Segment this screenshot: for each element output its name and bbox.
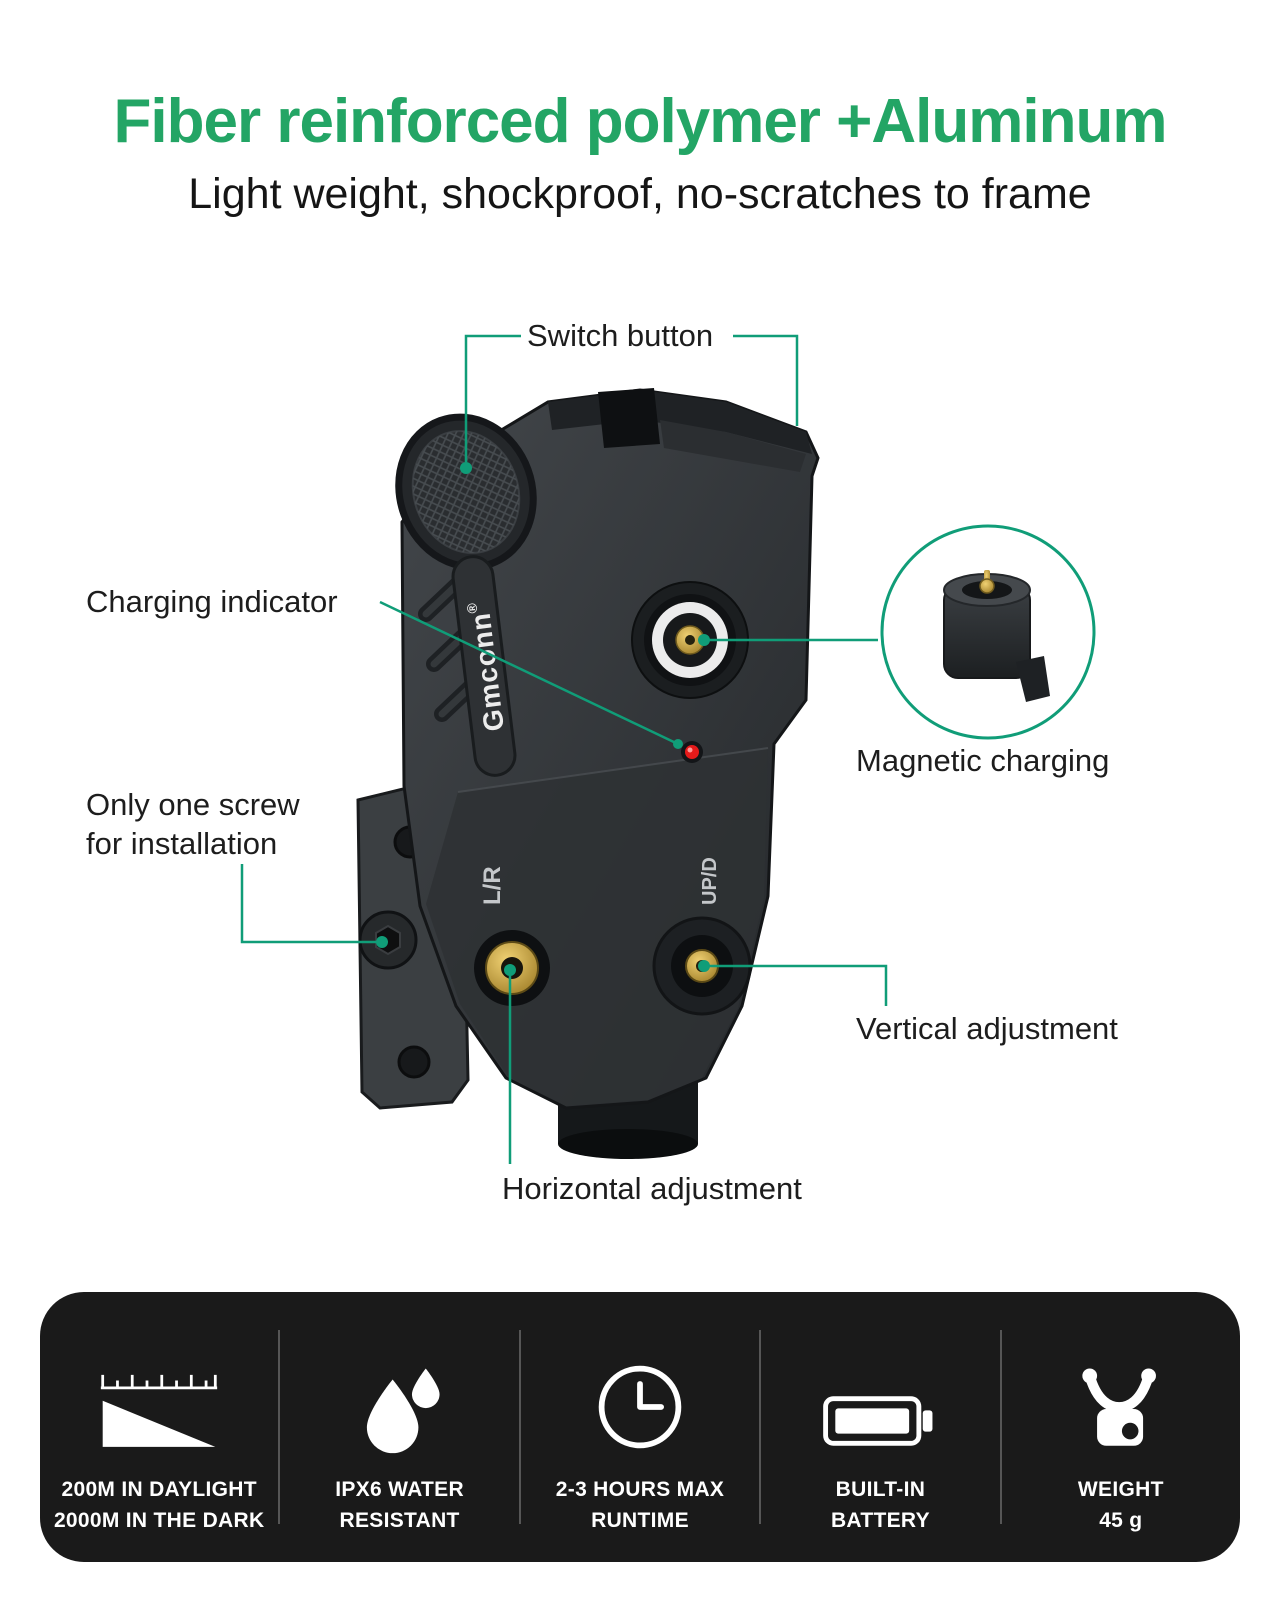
callout-switch-button: Switch button bbox=[527, 318, 714, 353]
divider bbox=[999, 1330, 1002, 1524]
feature-range: 200M IN DAYLIGHT 2000M IN THE DARK bbox=[40, 1292, 278, 1562]
callout-vertical-adjustment: Vertical adjustment bbox=[856, 1011, 1118, 1046]
feature-water: IPX6 WATER RESISTANT bbox=[280, 1292, 518, 1562]
feature-water-line2: RESISTANT bbox=[339, 1508, 460, 1532]
feature-weight: WEIGHT 45 g bbox=[1002, 1292, 1240, 1562]
battery-icon bbox=[821, 1345, 939, 1455]
installation-screw bbox=[358, 910, 418, 970]
feature-weight-line2: 45 g bbox=[1099, 1508, 1143, 1532]
callout-one-screw: Only one screw for installation bbox=[86, 786, 300, 864]
feature-battery-line1: BUILT-IN bbox=[835, 1478, 926, 1502]
rail-slot bbox=[598, 388, 660, 448]
feature-runtime-line2: RUNTIME bbox=[591, 1508, 689, 1532]
divider bbox=[518, 1330, 521, 1524]
lr-label: L/R bbox=[479, 866, 506, 905]
callout-charging-indicator: Charging indicator bbox=[86, 584, 338, 619]
feature-range-line2: 2000M IN THE DARK bbox=[53, 1508, 265, 1532]
switch-button[interactable] bbox=[378, 398, 554, 586]
water-resistant-icon bbox=[354, 1345, 446, 1455]
feature-battery-line2: BATTERY bbox=[830, 1508, 930, 1532]
laser-range-icon bbox=[99, 1345, 219, 1455]
divider bbox=[759, 1330, 762, 1524]
page-subtitle: Light weight, shockproof, no-scratches t… bbox=[188, 170, 1092, 218]
callout-one-screw-line1: Only one screw bbox=[86, 787, 300, 822]
charging-led bbox=[681, 741, 703, 763]
feature-bar: 200M IN DAYLIGHT 2000M IN THE DARK IPX6 … bbox=[40, 1292, 1240, 1562]
callout-magnetic-charging: Magnetic charging bbox=[856, 743, 1110, 778]
callout-lines bbox=[240, 334, 888, 1164]
callout-one-screw-line2: for installation bbox=[86, 825, 278, 861]
divider bbox=[278, 1330, 281, 1524]
upd-label: UP/D bbox=[699, 857, 721, 905]
feature-water-line1: IPX6 WATER bbox=[335, 1478, 464, 1502]
feature-range-line1: 200M IN DAYLIGHT bbox=[61, 1478, 257, 1502]
feature-weight-line1: WEIGHT bbox=[1077, 1478, 1164, 1502]
callout-horizontal-adjustment: Horizontal adjustment bbox=[502, 1171, 802, 1206]
feature-battery: BUILT-IN BATTERY bbox=[761, 1292, 999, 1562]
weight-scale-icon bbox=[1075, 1345, 1167, 1455]
feature-runtime-line1: 2-3 HOURS MAX bbox=[555, 1478, 725, 1502]
page-title: Fiber reinforced polymer +Aluminum bbox=[113, 87, 1168, 156]
runtime-clock-icon bbox=[592, 1345, 688, 1455]
charger-inset bbox=[880, 524, 1096, 740]
magnetic-charging-port bbox=[631, 581, 749, 699]
feature-runtime: 2-3 HOURS MAX RUNTIME bbox=[521, 1292, 759, 1562]
